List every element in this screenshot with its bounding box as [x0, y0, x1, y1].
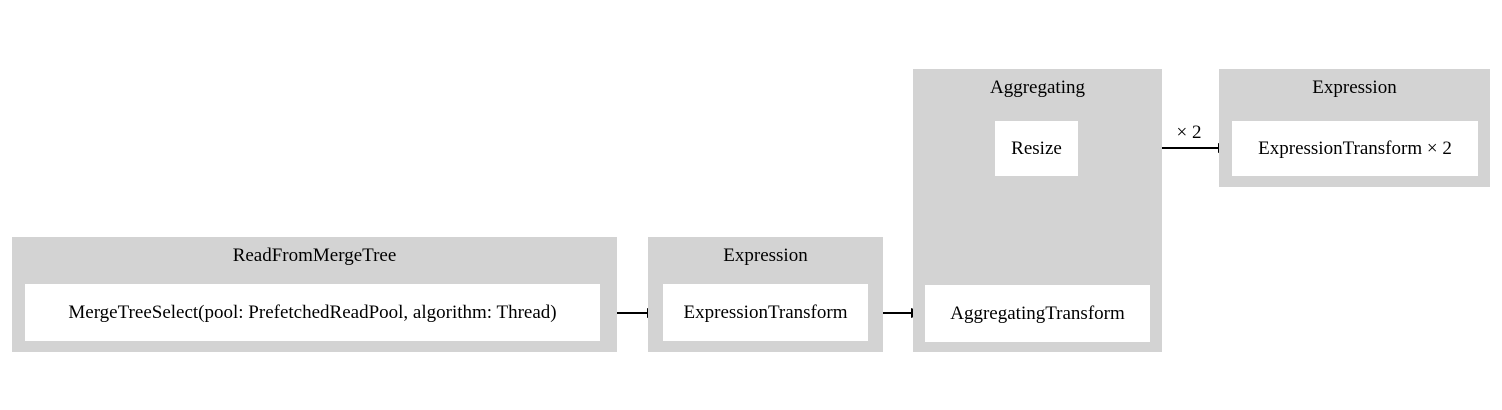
cluster-title-aggregating: Aggregating: [990, 77, 1085, 98]
node-label-expressiontransform-x2: ExpressionTransform × 2: [1258, 137, 1452, 159]
cluster-expression-1: Expression ExpressionTransform: [648, 237, 883, 352]
node-label-expressiontransform: ExpressionTransform: [683, 301, 848, 323]
node-label-resize: Resize: [1011, 137, 1062, 159]
node-label-aggregatingtransform: AggregatingTransform: [950, 302, 1125, 324]
node-label-mergetreeselect: MergeTreeSelect(pool: PrefetchedReadPool…: [68, 301, 557, 323]
node-resize: Resize: [995, 121, 1078, 176]
cluster-aggregating: Aggregating Resize AggregatingTransform: [913, 69, 1162, 352]
node-aggregatingtransform: AggregatingTransform: [925, 285, 1150, 342]
node-expressiontransform: ExpressionTransform: [663, 284, 868, 341]
cluster-expression-2: Expression ExpressionTransform × 2: [1219, 69, 1490, 187]
node-expressiontransform-x2: ExpressionTransform × 2: [1232, 121, 1478, 176]
cluster-readfrommergetree: ReadFromMergeTree MergeTreeSelect(pool: …: [12, 237, 617, 352]
cluster-title-readfrommergetree: ReadFromMergeTree: [232, 245, 397, 266]
cluster-title-expression-2: Expression: [1312, 77, 1397, 98]
cluster-title-expression-1: Expression: [723, 245, 808, 266]
node-mergetreeselect: MergeTreeSelect(pool: PrefetchedReadPool…: [25, 284, 600, 341]
edge-label-x2: × 2: [1176, 122, 1202, 143]
